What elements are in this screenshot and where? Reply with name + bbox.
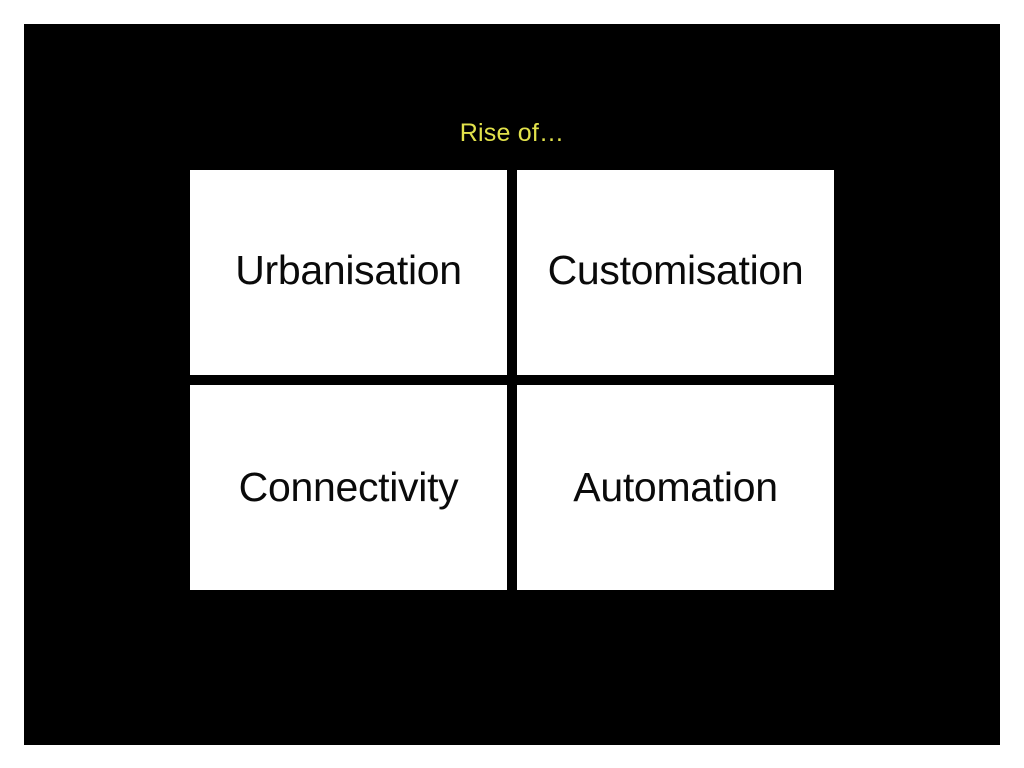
quadrant-card-connectivity[interactable]: Connectivity xyxy=(190,385,507,590)
page-title: Rise of… xyxy=(459,119,565,147)
quadrant-label-urbanisation: Urbanisation xyxy=(235,247,462,293)
quadrant-grid: Urbanisation Customisation Connectivity … xyxy=(190,170,834,595)
quadrant-card-customisation[interactable]: Customisation xyxy=(517,170,834,375)
slide-canvas: Rise of… Urbanisation Customisation Conn… xyxy=(24,24,1000,745)
quadrant-card-automation[interactable]: Automation xyxy=(517,385,834,590)
quadrant-card-urbanisation[interactable]: Urbanisation xyxy=(190,170,507,375)
quadrant-label-automation: Automation xyxy=(573,463,778,510)
quadrant-label-connectivity: Connectivity xyxy=(238,463,459,510)
quadrant-label-customisation: Customisation xyxy=(547,247,804,293)
